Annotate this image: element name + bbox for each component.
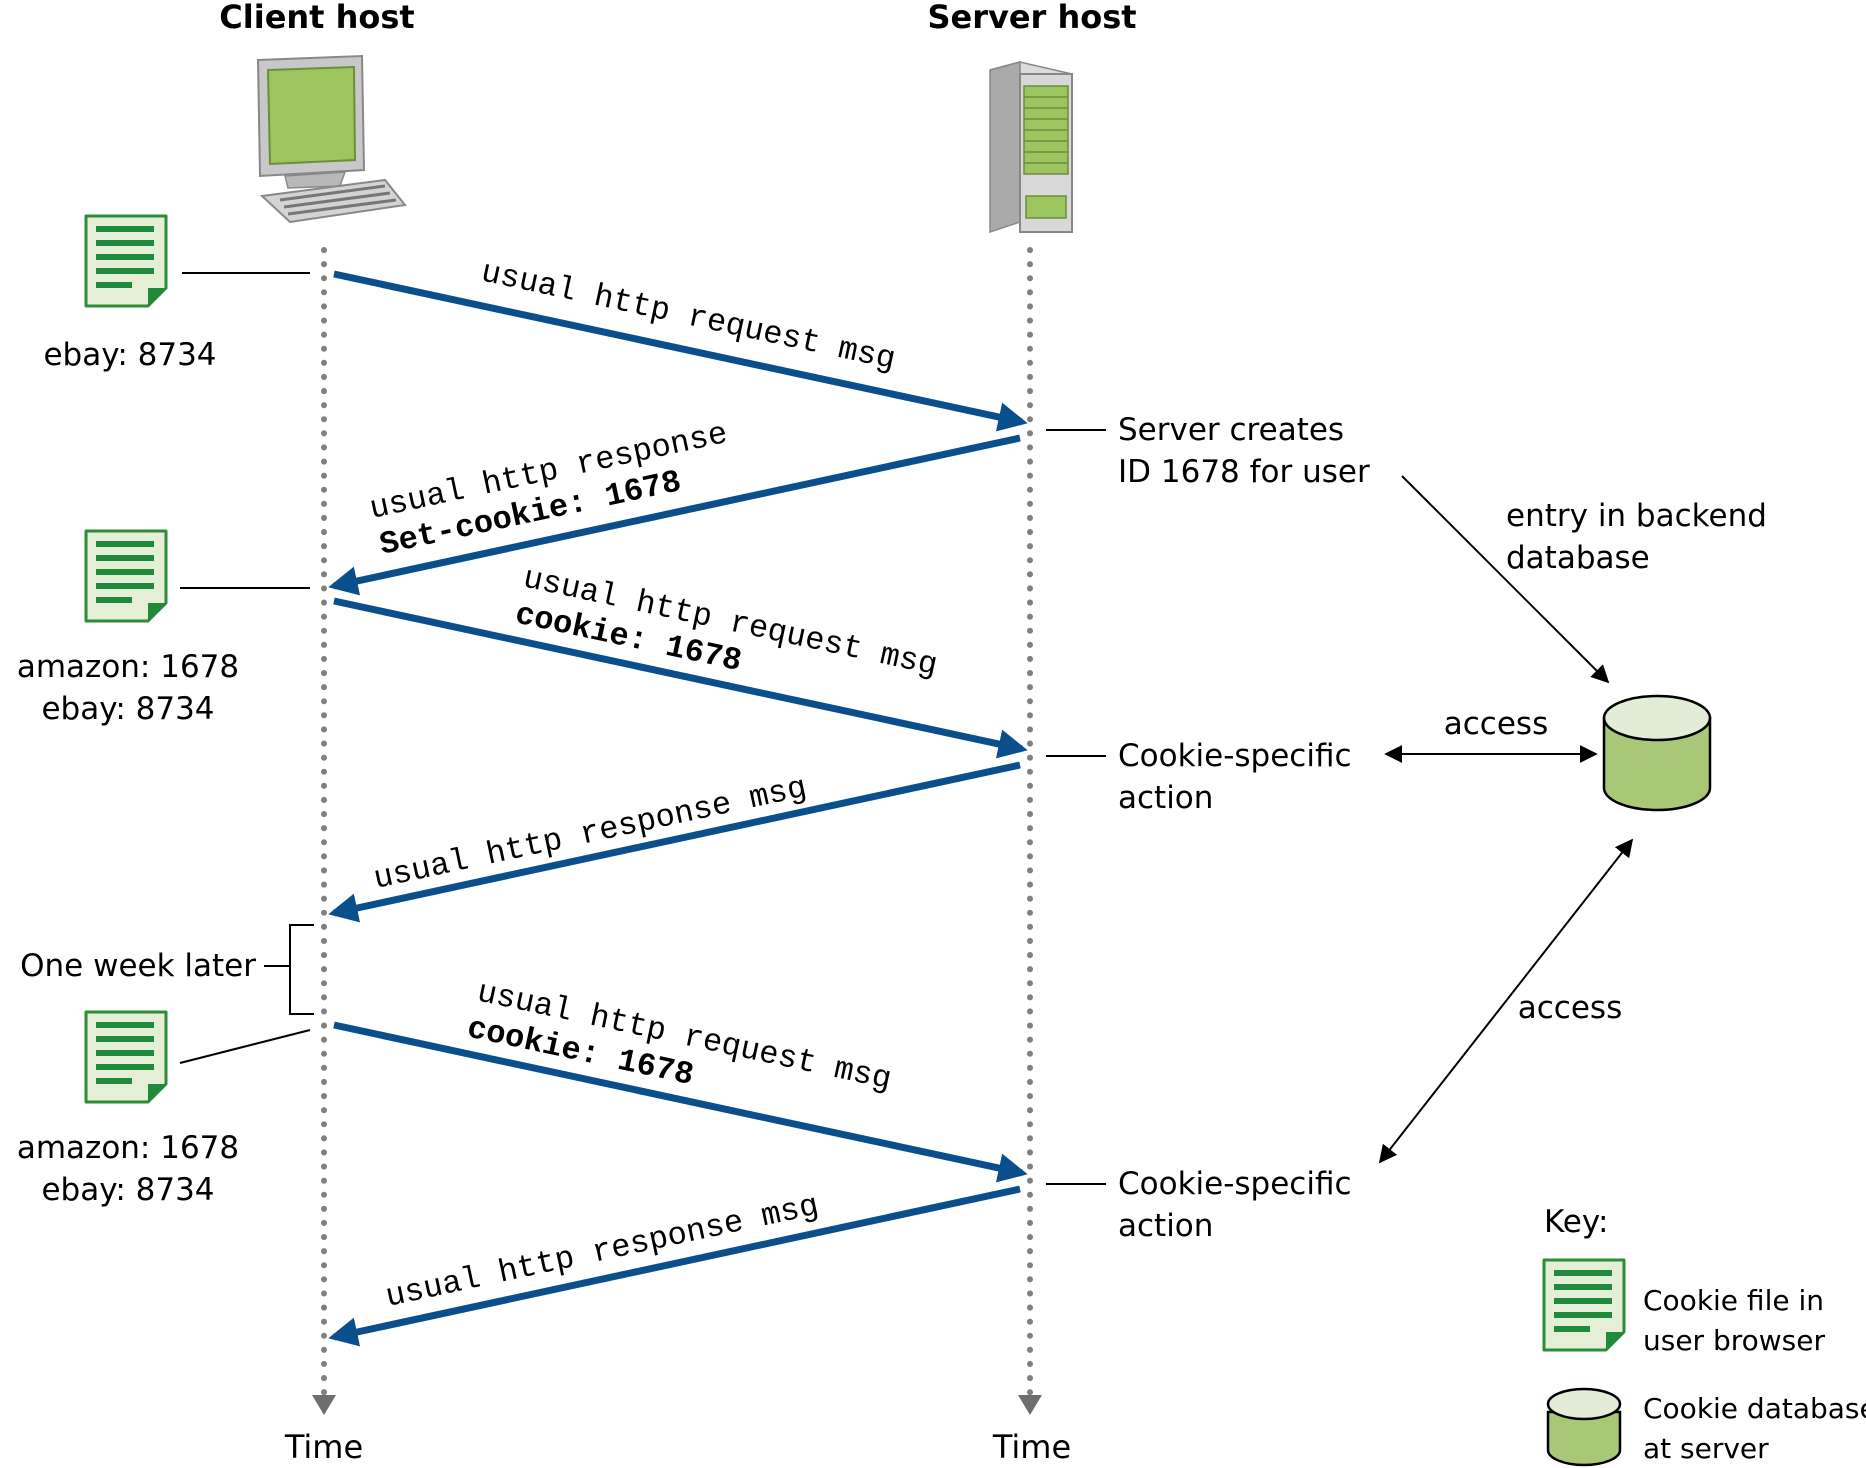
access-label-2: access	[1518, 990, 1622, 1026]
key-cookie-file-line-2: user browser	[1643, 1324, 1825, 1357]
server-timeline-arrow	[1018, 1395, 1042, 1415]
server-note-3-line-1: Cookie-specific	[1118, 1166, 1352, 1202]
server-note-2-line-2: action	[1118, 780, 1213, 816]
server-note-2-line-1: Cookie-specific	[1118, 738, 1352, 774]
access-label-1: access	[1444, 706, 1548, 742]
cookie-file-3-line-1: amazon: 1678	[17, 1130, 239, 1166]
server-note-3-line-2: action	[1118, 1208, 1213, 1244]
cookie-file-3-line-2: ebay: 8734	[41, 1172, 214, 1208]
one-week-bracket	[289, 924, 314, 1015]
message-2-arrow	[328, 434, 1021, 596]
key-database-icon	[1546, 1387, 1622, 1467]
message-6-label: usual http response msg	[382, 1187, 822, 1316]
cookie-file-icon	[84, 529, 168, 623]
message-5-arrow	[333, 1021, 1028, 1183]
key-cookie-file-icon	[1542, 1258, 1626, 1352]
entry-in-backend-label-2: database	[1506, 540, 1650, 576]
key-title: Key:	[1544, 1204, 1608, 1240]
database-icon	[1602, 694, 1712, 812]
key-cookie-db-line-2: at server	[1643, 1432, 1769, 1465]
cookie-file-2-line-2: ebay: 8734	[41, 691, 214, 727]
server-icon	[989, 61, 1073, 234]
client-timeline-arrow	[312, 1395, 336, 1415]
message-3-arrow	[333, 597, 1028, 759]
server-note-1-line-2: ID 1678 for user	[1118, 454, 1370, 490]
computer-icon	[256, 54, 407, 224]
server-host-title: Server host	[927, 0, 1136, 36]
server-time-label: Time	[992, 1428, 1071, 1466]
server-note-1-line-1: Server creates	[1118, 412, 1344, 448]
entry-arrow	[1401, 475, 1610, 684]
message-4-label: usual http response msg	[370, 769, 810, 898]
connector-line	[179, 1029, 311, 1064]
message-4-arrow	[328, 761, 1021, 923]
cookie-file-icon	[84, 214, 168, 308]
access-arrow-2	[1378, 838, 1634, 1164]
cookie-file-1-line-1: ebay: 8734	[43, 337, 216, 373]
cookie-file-2-line-1: amazon: 1678	[17, 649, 239, 685]
message-1-arrow	[333, 270, 1028, 432]
entry-in-backend-label-1: entry in backend	[1506, 498, 1767, 534]
message-6-arrow	[328, 1185, 1021, 1347]
key-cookie-db-line-1: Cookie database	[1643, 1392, 1866, 1425]
client-host-title: Client host	[219, 0, 414, 36]
cookie-file-icon	[84, 1010, 168, 1104]
key-cookie-file-line-1: Cookie file in	[1643, 1284, 1824, 1317]
one-week-later-label: One week later	[20, 948, 256, 984]
client-time-label: Time	[284, 1428, 363, 1466]
